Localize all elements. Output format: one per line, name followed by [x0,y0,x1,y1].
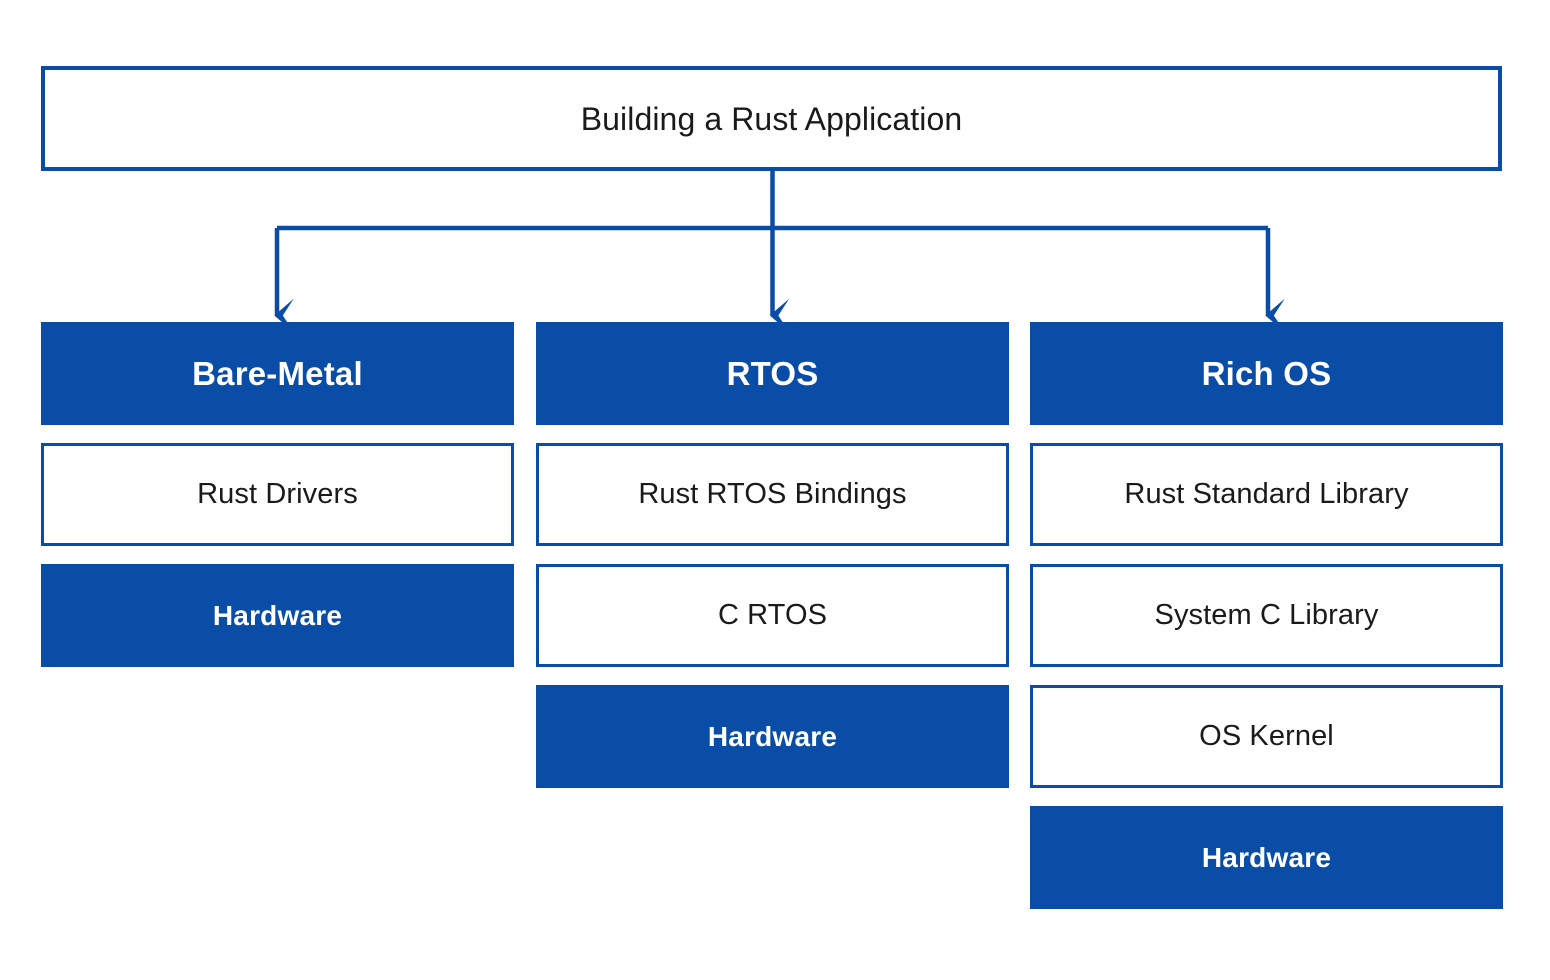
layer-box-system-c-library: System C Library [1030,564,1503,667]
layer-box-label: System C Library [1154,599,1379,631]
layer-box-label: Rust Drivers [197,478,358,510]
layer-box-rust-drivers: Rust Drivers [41,443,514,546]
branch-column-bare-metal: Bare-Metal Rust Drivers Hardware [41,322,514,685]
branch-header-label: RTOS [726,355,819,392]
branch-column-rich-os: Rich OS Rust Standard Library System C L… [1030,322,1503,927]
root-node-label: Building a Rust Application [580,100,963,137]
branch-header-label: Bare-Metal [192,355,363,392]
branch-header-bare-metal: Bare-Metal [41,322,514,425]
branch-header-rtos: RTOS [536,322,1009,425]
layer-box-label: Hardware [1201,841,1332,873]
layer-box-label: Hardware [212,599,343,631]
layer-box-hardware-rich-os: Hardware [1030,806,1503,909]
layer-box-os-kernel: OS Kernel [1030,685,1503,788]
layer-box-label: Hardware [707,720,838,752]
layer-box-label: OS Kernel [1199,720,1334,752]
layer-box-label: Rust RTOS Bindings [638,478,907,510]
layer-box-rust-rtos-bindings: Rust RTOS Bindings [536,443,1009,546]
branch-column-rtos: RTOS Rust RTOS Bindings C RTOS Hardware [536,322,1009,806]
layer-box-hardware-bare-metal: Hardware [41,564,514,667]
layer-box-c-rtos: C RTOS [536,564,1009,667]
layer-box-rust-standard-library: Rust Standard Library [1030,443,1503,546]
layer-box-label: C RTOS [717,599,828,631]
layer-box-label: Rust Standard Library [1124,478,1409,510]
root-node-building-a-rust-application: Building a Rust Application [41,66,1502,171]
branch-header-label: Rich OS [1201,355,1332,392]
layer-box-hardware-rtos: Hardware [536,685,1009,788]
branch-header-rich-os: Rich OS [1030,322,1503,425]
